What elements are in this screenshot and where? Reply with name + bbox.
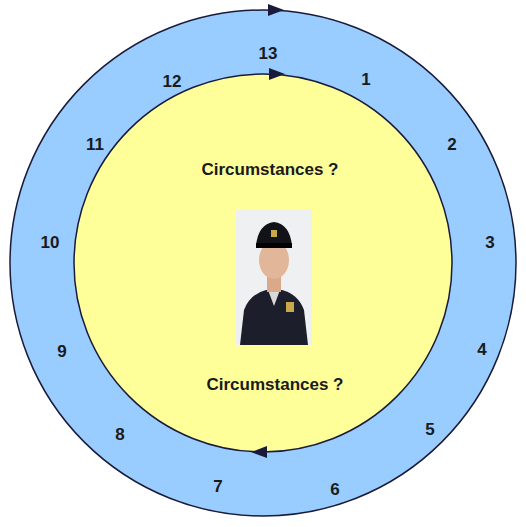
step-number: 1	[361, 71, 370, 90]
step-number: 3	[485, 234, 494, 253]
cycle-arrow	[268, 4, 284, 16]
step-number: 7	[213, 478, 222, 497]
yellow-circle	[74, 74, 452, 452]
cycle-circle: Circumstances ? Circumstances ?	[73, 73, 453, 453]
node-text: Circumstances ?	[202, 161, 339, 180]
blue-band	[10, 10, 516, 516]
step-number: 8	[115, 426, 124, 445]
step-number: 11	[86, 136, 104, 155]
officer-photo	[236, 210, 312, 345]
step-number: 12	[163, 73, 182, 92]
cycle-arrow	[251, 446, 267, 458]
cycle-arrow	[269, 68, 285, 80]
node-text: Circumstances ?	[207, 376, 344, 395]
step-number: 6	[330, 481, 339, 500]
step-number: 10	[41, 234, 60, 253]
circle-outline	[73, 73, 453, 453]
step-number: 5	[425, 421, 434, 440]
step-number: 9	[57, 343, 66, 362]
step-number: 13	[259, 45, 278, 64]
step-number: 2	[447, 136, 456, 155]
step-number: 4	[477, 341, 486, 360]
